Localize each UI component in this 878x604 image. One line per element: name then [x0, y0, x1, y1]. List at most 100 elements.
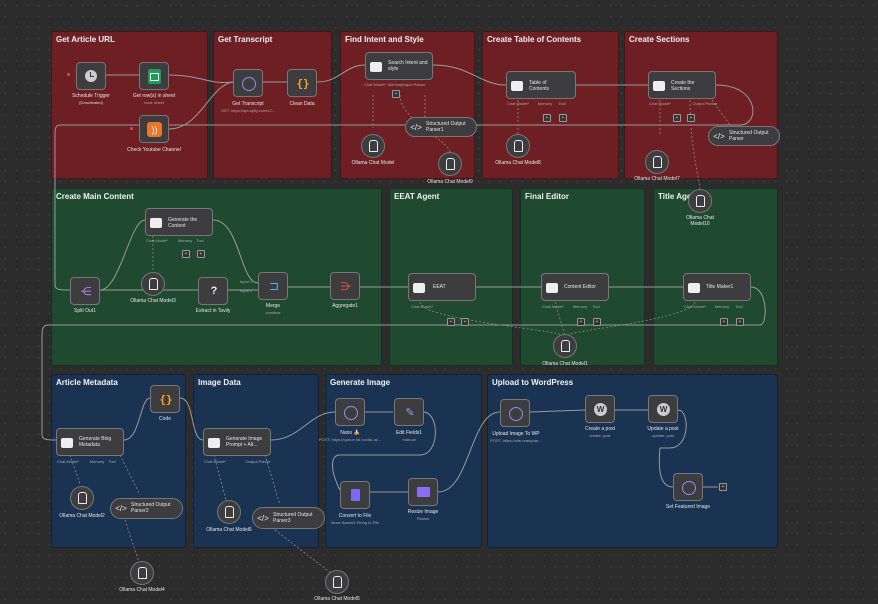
group-get-transcript[interactable]: Get Transcript — [213, 31, 332, 179]
add-node-button[interactable]: + — [719, 483, 727, 491]
ollama-model4-node[interactable] — [130, 561, 154, 585]
add-tool-button[interactable]: + — [736, 318, 744, 326]
add-tool-button[interactable]: + — [461, 318, 469, 326]
robot-icon — [653, 80, 665, 92]
eeat-node[interactable]: EEAT — [408, 273, 476, 301]
robot-icon — [370, 61, 382, 73]
add-memory-button[interactable]: + — [673, 114, 681, 122]
code-node[interactable]: {} — [150, 385, 180, 413]
create-sections-node[interactable]: Create the Sections — [648, 71, 716, 99]
group-final-editor[interactable]: Final Editor — [520, 188, 645, 366]
gen-blog-meta-label: Generate Blog Metadata — [79, 436, 112, 448]
ollama-model9-label: Ollama Chat Model9 — [427, 179, 473, 185]
add-memory-button[interactable]: + — [543, 114, 551, 122]
merge-node[interactable]: ⊐ — [258, 272, 288, 300]
ollama-model3-node[interactable] — [141, 272, 165, 296]
ollama-model8-node[interactable] — [506, 134, 530, 158]
eeat-label: EEAT — [433, 284, 446, 290]
upload-image-node[interactable] — [500, 399, 530, 427]
aggregate-node[interactable]: ⋺ — [330, 272, 360, 300]
ollama-model8-label: Ollama Chat Model8 — [495, 160, 541, 166]
group-title: Get Transcript — [218, 35, 273, 44]
structured-parser2-node[interactable]: </> Structured Output Parser2 — [110, 498, 183, 519]
add-memory-button[interactable]: + — [392, 90, 400, 98]
ollama-model9-node[interactable] — [438, 152, 462, 176]
group-upload-wordpress[interactable]: Upload to WordPress — [487, 374, 778, 548]
add-memory-button[interactable]: + — [720, 318, 728, 326]
ollama-icon — [332, 576, 343, 588]
merge-sub: combine — [265, 310, 281, 315]
file-icon — [349, 487, 361, 503]
ollama-model2-node[interactable] — [70, 486, 94, 510]
generate-content-node[interactable]: Generate the Content — [145, 208, 213, 236]
search-intent-node[interactable]: Search Intent and style — [365, 52, 433, 80]
ollama-model7-node[interactable] — [645, 150, 669, 174]
title-maker-node[interactable]: Title Maker1 — [683, 273, 751, 301]
edit-fields-label: Edit Fields1 — [395, 430, 423, 436]
nano-node[interactable] — [335, 398, 365, 426]
port-tool: Tool — [592, 304, 600, 309]
group-title: Title Agent — [658, 192, 699, 201]
get-transcript-label: Get Transcript — [232, 101, 264, 107]
add-tool-button[interactable]: + — [197, 250, 205, 258]
ollama-icon — [137, 567, 148, 579]
convert-file-node[interactable] — [340, 481, 370, 509]
split-icon: ⋲ — [80, 285, 92, 298]
group-get-article-url[interactable]: Get Article URL — [51, 31, 208, 179]
gen-blog-meta-node[interactable]: Generate Blog Metadata — [56, 428, 124, 456]
ollama-model5-node[interactable] — [325, 570, 349, 594]
update-post-node[interactable]: W — [648, 395, 678, 423]
port-chat-model: Chat Model* — [410, 304, 434, 309]
get-transcript-node[interactable] — [233, 69, 263, 97]
robot-icon — [150, 217, 162, 229]
check-youtube-label: Check Youtube Channel — [127, 147, 181, 153]
get-rows-node[interactable] — [139, 62, 169, 90]
resize-image-node[interactable] — [408, 478, 438, 506]
create-post-label: Create a post — [584, 426, 616, 432]
gen-image-prompt-node[interactable]: Generate Image Prompt + Alt... — [203, 428, 271, 456]
update-post-label: Update a post — [647, 426, 679, 432]
check-youtube-node[interactable]: )) — [139, 115, 169, 143]
add-memory-button[interactable]: + — [447, 318, 455, 326]
edit-fields-node[interactable]: ✎ — [394, 398, 424, 426]
schedule-trigger-node[interactable] — [76, 62, 106, 90]
table-contents-node[interactable]: Table of Contents — [506, 71, 576, 99]
split-out-label: Split Out1 — [74, 308, 96, 314]
globe-icon — [241, 76, 256, 91]
add-memory-button[interactable]: + — [182, 250, 190, 258]
port-chat-model: Chat Model* — [363, 82, 387, 87]
content-editor-node[interactable]: Content Editor — [541, 273, 609, 301]
ollama-model6-node[interactable] — [217, 500, 241, 524]
port-memory: Memory — [387, 82, 403, 87]
ollama-model10-label: Ollama Chat Model10 — [686, 215, 714, 227]
ollama-model6-label: Ollama Chat Model6 — [206, 527, 252, 533]
group-title: Find Intent and Style — [345, 35, 424, 44]
structured-parser3-node[interactable]: </> Structured Output Parser3 — [252, 507, 325, 529]
ollama-icon — [513, 140, 524, 152]
add-tool-button[interactable]: + — [559, 114, 567, 122]
port-tool: Tool — [196, 238, 204, 243]
update-post-sub: update: post — [651, 433, 675, 438]
add-tool-button[interactable]: + — [687, 114, 695, 122]
port-chat-model: Chat Model* — [683, 304, 707, 309]
ollama-model-node[interactable] — [361, 134, 385, 158]
ollama-model1-node[interactable] — [553, 334, 577, 358]
group-title: Get Article URL — [56, 35, 115, 44]
search-intent-label: Search Intent and style — [388, 60, 428, 72]
create-post-node[interactable]: W — [585, 395, 615, 423]
add-memory-button[interactable]: + — [577, 318, 585, 326]
resize-image-sub: Resize — [416, 516, 430, 521]
add-tool-button[interactable]: + — [593, 318, 601, 326]
set-featured-node[interactable] — [673, 473, 703, 501]
clean-data-node[interactable]: {} — [287, 69, 317, 97]
group-create-toc[interactable]: Create Table of Contents — [482, 31, 619, 179]
split-out-node[interactable]: ⋲ — [70, 277, 100, 305]
convert-file-sub: Move Base64 String to File — [330, 520, 380, 525]
structured-parser2-label: Structured Output Parser2 — [131, 502, 171, 514]
get-rows-sub: read: sheet — [143, 100, 165, 105]
structured-parser-node[interactable]: </> Structured Output Parser — [708, 126, 780, 146]
ollama-model1-label: Ollama Chat Model1 — [542, 361, 588, 367]
structured-parser1-node[interactable]: </> Structured Output Parser1 — [405, 117, 477, 137]
ollama-model10-node[interactable] — [688, 189, 712, 213]
extract-tavily-node[interactable]: ? — [198, 277, 228, 305]
